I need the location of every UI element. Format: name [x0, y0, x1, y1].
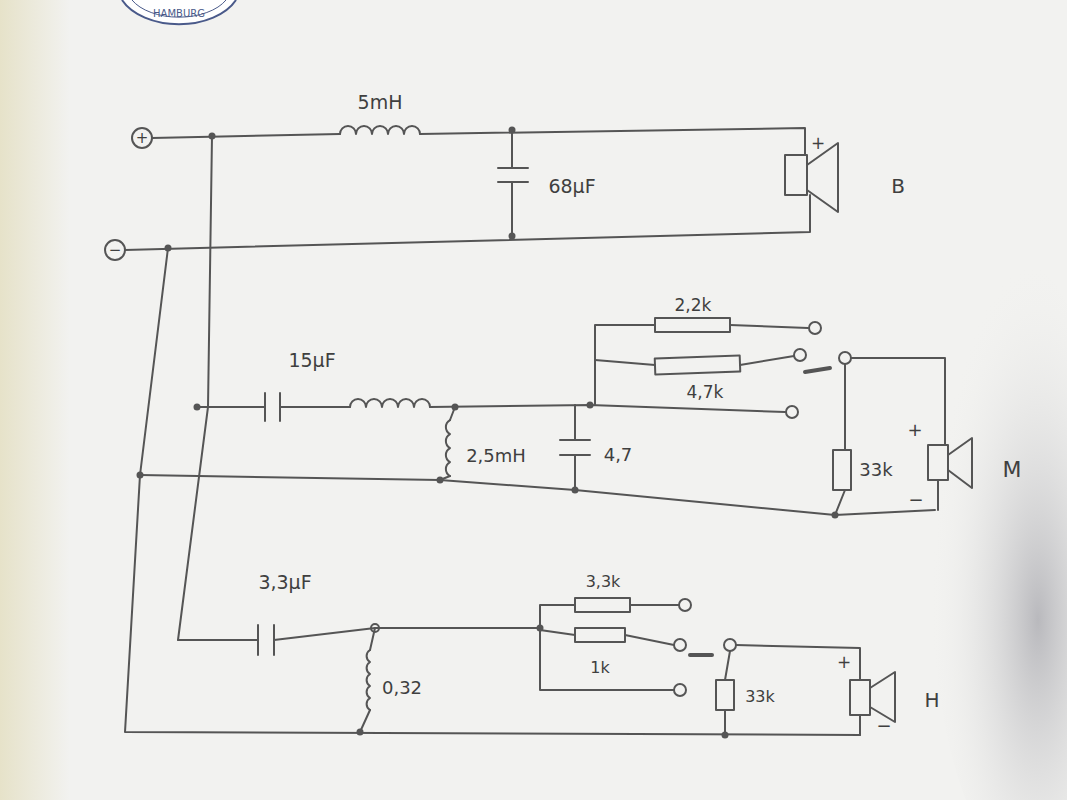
terminal-sign: − [109, 243, 122, 258]
speaker-name: M [1003, 459, 1022, 481]
logo-seal [122, 0, 236, 24]
speaker-name: H [924, 690, 939, 710]
paper-edge [0, 0, 70, 800]
resistor-value: 33k [859, 461, 892, 479]
wires [105, 126, 972, 735]
inductor-value: 2,5mH [466, 447, 526, 465]
resistor-value: 33k [745, 689, 775, 705]
resistor-value: 2,2k [675, 297, 712, 314]
polarity-mark: − [876, 717, 891, 735]
inductor-value: 0,32 [382, 679, 422, 697]
capacitor-value: 15µF [288, 351, 335, 370]
resistor-value: 4,7k [687, 384, 724, 401]
shadow [930, 260, 1067, 800]
junction-dots [137, 127, 839, 739]
speaker-name: B [891, 176, 905, 196]
polarity-mark: + [907, 421, 922, 439]
terminal-sign: + [136, 131, 149, 146]
capacitor-value: 4,7 [604, 446, 633, 464]
inductor-value: 5mH [358, 93, 403, 112]
resistor-value: 1k [590, 660, 609, 676]
capacitor-value: 68µF [548, 177, 595, 196]
resistor-value: 3,3k [586, 574, 621, 590]
polarity-mark: − [908, 491, 923, 509]
capacitor-value: 3,3µF [258, 573, 311, 592]
logo-text: HAMBURG [153, 9, 205, 19]
polarity-mark: + [811, 135, 825, 152]
polarity-mark: + [837, 654, 851, 671]
